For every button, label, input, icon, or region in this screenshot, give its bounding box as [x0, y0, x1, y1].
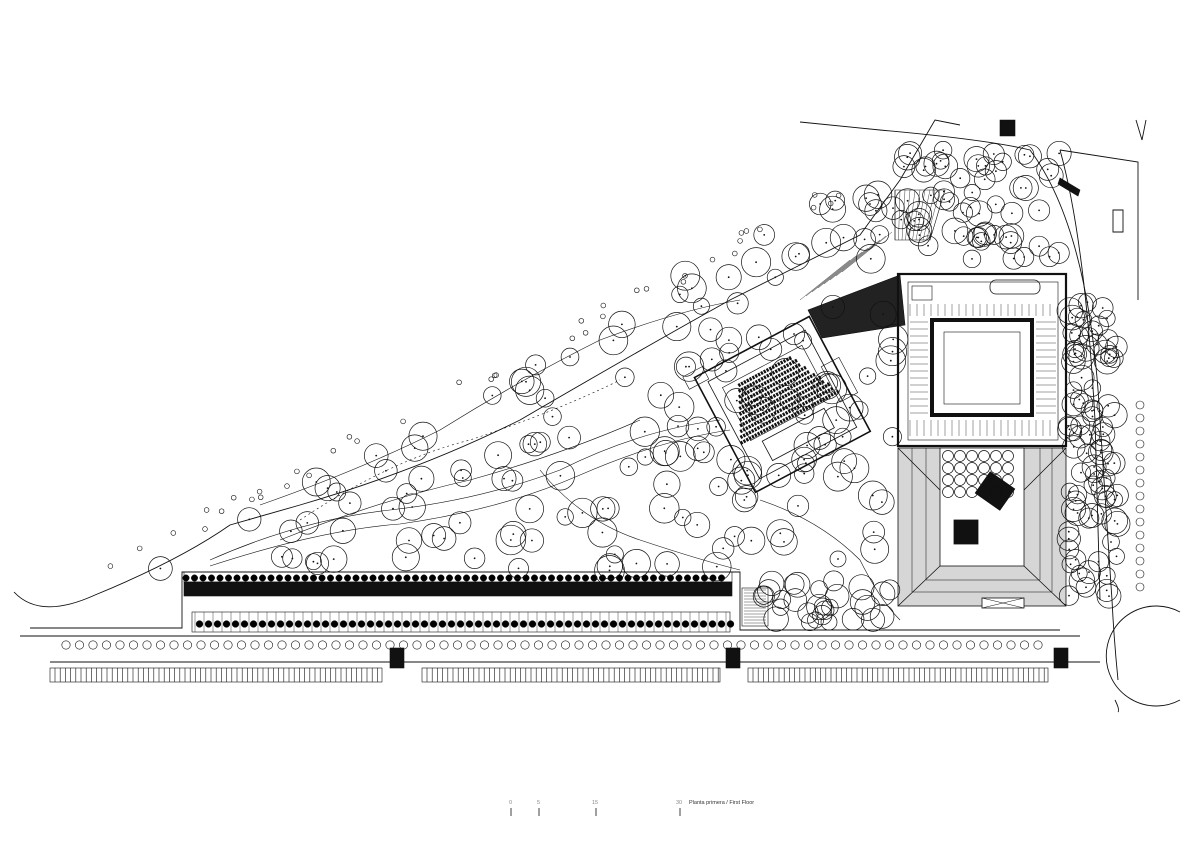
linear-building [182, 571, 769, 633]
street-trees [61, 192, 1145, 650]
site-outline [13, 119, 1181, 713]
parking-strips [49, 647, 1069, 683]
trees-layer [148, 140, 1131, 632]
scale-tick-label-0: 0 [509, 800, 512, 806]
courtyard-building [896, 272, 1068, 448]
roof-block [897, 447, 1067, 609]
scale-tick-label-15: 15 [592, 800, 598, 806]
garden-paths [209, 299, 901, 621]
auditorium-building [682, 315, 872, 494]
scale-bar: 0 5 15 30 Planta primera / First Floor [509, 800, 754, 816]
scale-tick-label-5: 5 [537, 800, 540, 806]
entry-plaza [799, 119, 1081, 339]
scale-tick-label-30: 30 [676, 800, 682, 806]
drawing-caption: Planta primera / First Floor [689, 800, 754, 806]
